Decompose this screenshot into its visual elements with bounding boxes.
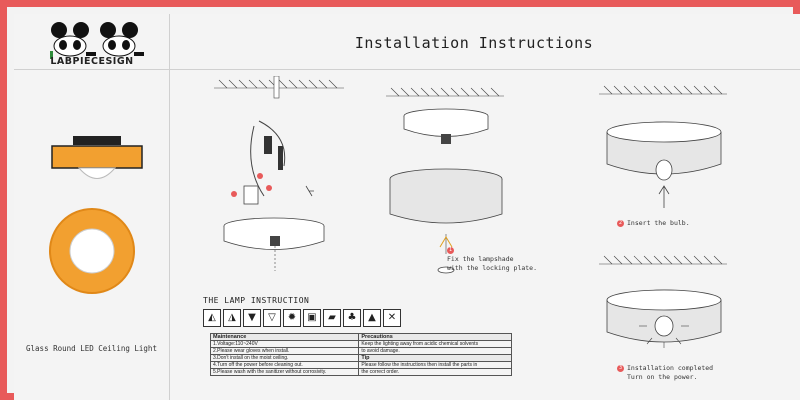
precautions-line: Keep the lighting away from acidic chemi… (358, 340, 512, 348)
product-bottom-view (49, 208, 135, 294)
instruction-icons: ◭ ◮ ▼ ▽ ✹ ▣ ▰ ♣ ▲ ✕ (203, 309, 401, 327)
step3-line1: Installation completed (627, 364, 714, 372)
instruction-icon-1: ◭ (203, 309, 221, 327)
tip-line: the correct order. (358, 368, 512, 376)
maintenance-table: Maintenance Precautions 1.Voltage:110~24… (209, 333, 512, 376)
maintenance-item: 4.Turn off the power before cleaning out… (209, 361, 360, 369)
page-title: Installation Instructions (354, 34, 594, 52)
step1-callout: 1 Fix the lampshade with the locking pla… (447, 246, 537, 273)
instruction-icon-6: ▣ (303, 309, 321, 327)
step2-line1: Insert the bulb. (627, 219, 690, 227)
maintenance-item: 1.Voltage:110~240V (209, 340, 360, 348)
maintenance-item: 5.Please wash with the sanitizer without… (209, 368, 360, 376)
instruction-icon-8: ♣ (343, 309, 361, 327)
step1-line1: Fix the lampshade (447, 255, 514, 263)
exploded-mount-diagram (214, 76, 344, 271)
tip-header: Tip (358, 354, 512, 362)
lamp-instruction-title: THE LAMP INSTRUCTION (203, 296, 310, 305)
content-area: LABPIECESIGN Installation Instructions G… (14, 14, 800, 400)
step2-diagram (599, 85, 727, 208)
step3-line2: Turn on the power. (627, 373, 698, 381)
header-divider (14, 69, 800, 70)
maintenance-item: 3.Don't install on the moist ceiling. (209, 354, 360, 362)
instruction-icon-5: ✹ (283, 309, 301, 327)
maintenance-item: 2.Please wear gloves when install. (209, 347, 360, 355)
panda-logo (50, 22, 144, 59)
precautions-line: to avoid damage. (358, 347, 512, 355)
product-name: Glass Round LED Ceiling Light (26, 344, 157, 353)
product-side-view (51, 136, 143, 179)
instruction-icon-9: ▲ (363, 309, 381, 327)
step2-badge: 2 (617, 219, 624, 227)
instruction-icon-10: ✕ (383, 309, 401, 327)
left-divider (169, 14, 170, 400)
step3-badge: 3 (617, 364, 624, 372)
precautions-header: Precautions (358, 333, 512, 341)
maintenance-header: Maintenance (209, 333, 360, 341)
step3-diagram (599, 255, 727, 348)
step1-line2: with the locking plate. (447, 264, 538, 272)
tip-line: Please follow the instructions then inst… (358, 361, 512, 369)
step1-diagram (386, 87, 504, 274)
instruction-icon-3: ▼ (243, 309, 261, 327)
instruction-icon-7: ▰ (323, 309, 341, 327)
step1-badge: 1 (447, 246, 454, 254)
instruction-icon-4: ▽ (263, 309, 281, 327)
instruction-icon-2: ◮ (223, 309, 241, 327)
brand-name: LABPIECESIGN (50, 56, 134, 67)
